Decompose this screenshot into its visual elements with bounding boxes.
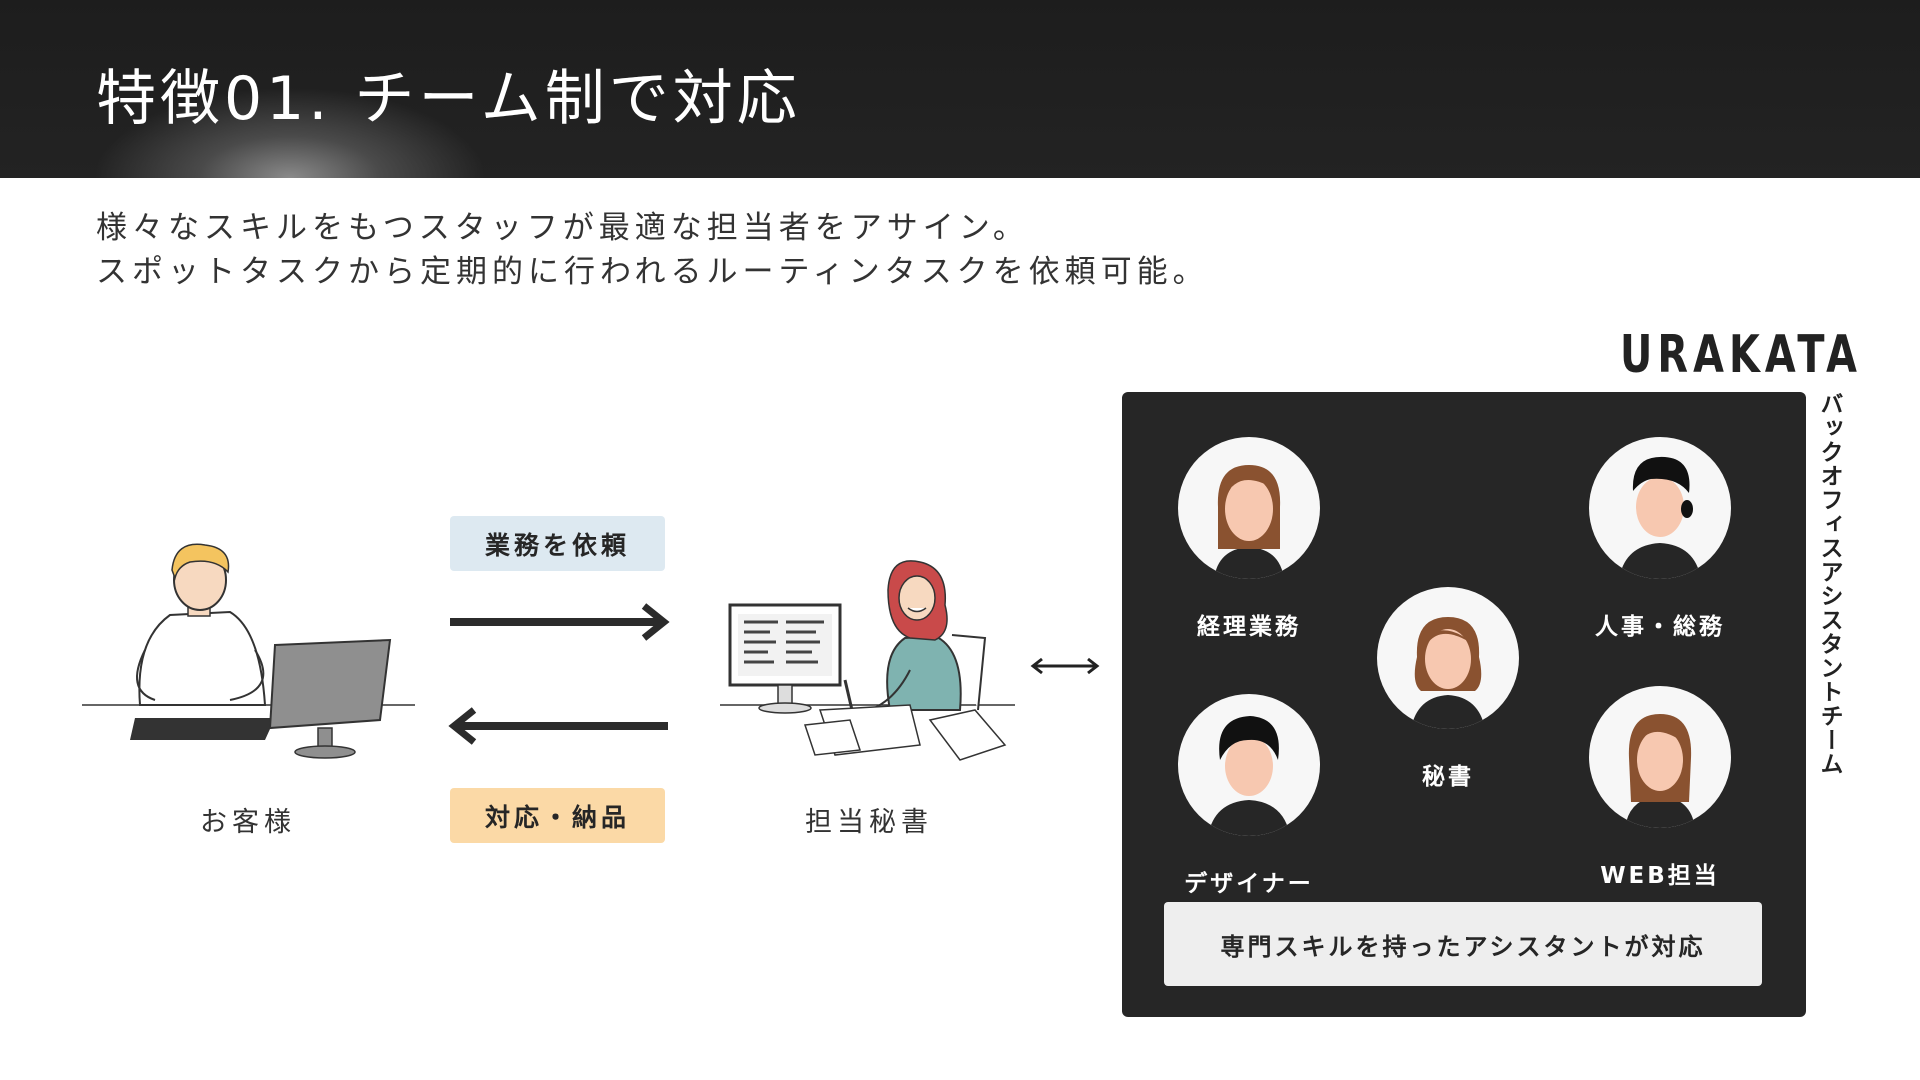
member-label: 秘書 (1422, 764, 1474, 790)
member-designer: デザイナー (1174, 694, 1324, 898)
brand-logo: URAKATA (1620, 325, 1863, 385)
customer-illustration (82, 543, 415, 759)
request-tag: 業務を依頼 (450, 516, 665, 571)
member-label: WEB担当 (1600, 863, 1720, 889)
description: 様々なスキルをもつスタッフが最適な担当者をアサイン。 スポットタスクから定期的に… (96, 206, 1209, 294)
member-web: WEB担当 (1585, 686, 1735, 890)
member-label: 経理業務 (1197, 614, 1301, 640)
member-secretary: 秘書 (1373, 587, 1523, 791)
description-line-2: スポットタスクから定期的に行われるルーティンタスクを依頼可能。 (96, 254, 1209, 290)
member-label: デザイナー (1184, 871, 1314, 897)
avatar (1377, 587, 1519, 729)
double-arrow-icon (1030, 657, 1100, 675)
title-banner: 特徴01. チーム制で対応 (0, 0, 1920, 178)
avatar (1178, 437, 1320, 579)
deliver-tag: 対応・納品 (450, 788, 665, 843)
right-arrow-icon (450, 603, 670, 641)
avatar (1178, 694, 1320, 836)
member-hr: 人事・総務 (1585, 437, 1735, 641)
description-line-1: 様々なスキルをもつスタッフが最適な担当者をアサイン。 (96, 210, 1029, 246)
team-vertical-label: バックオフィスアシスタントチーム (1816, 392, 1842, 776)
secretary-label: 担当秘書 (805, 807, 933, 838)
member-accounting: 経理業務 (1174, 437, 1324, 641)
team-panel: 経理業務 人事・総務 秘書 (1122, 392, 1806, 1017)
avatar (1589, 437, 1731, 579)
left-arrow-icon (448, 707, 668, 745)
skill-banner: 専門スキルを持ったアシスタントが対応 (1164, 902, 1762, 986)
secretary-illustration (720, 560, 1015, 761)
avatar (1589, 686, 1731, 828)
page-title: 特徴01. チーム制で対応 (96, 64, 801, 134)
member-label: 人事・総務 (1595, 614, 1725, 640)
customer-label: お客様 (200, 807, 296, 838)
